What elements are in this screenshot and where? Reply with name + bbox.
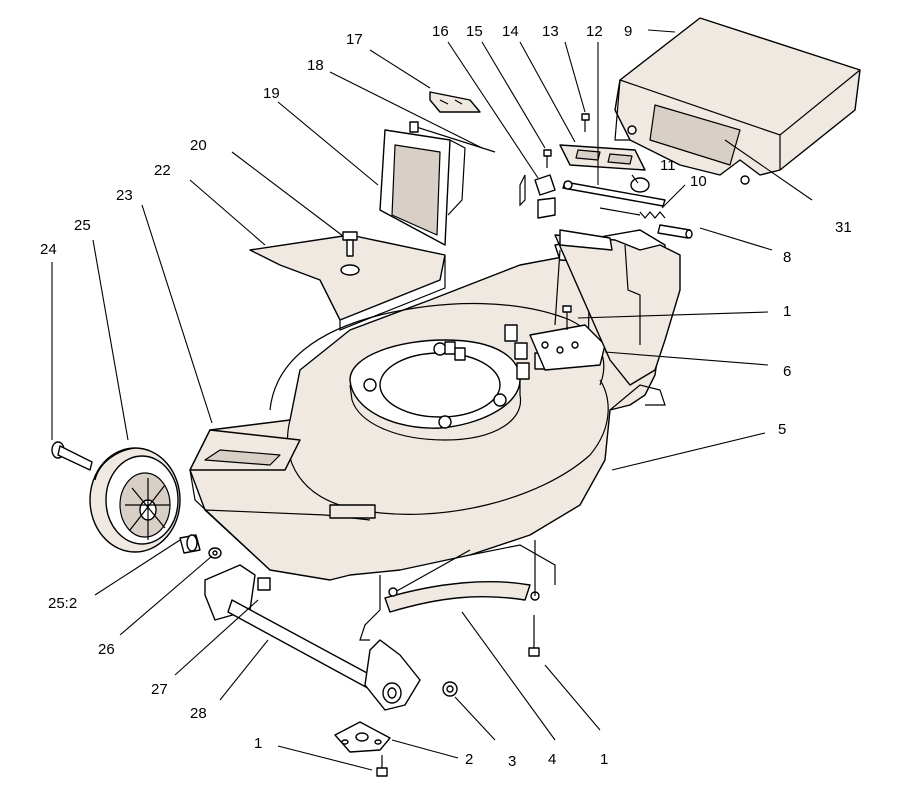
callout-1-upper: 1 <box>783 303 791 320</box>
callout-31: 31 <box>835 219 852 236</box>
callout-3: 3 <box>508 753 516 770</box>
callout-19: 19 <box>263 85 280 102</box>
callout-13: 13 <box>542 23 559 40</box>
screw-13 <box>581 113 590 132</box>
callout-28: 28 <box>190 705 207 722</box>
callout-10: 10 <box>690 173 707 190</box>
rear-bracket-housing <box>554 229 681 386</box>
callout-22: 22 <box>154 162 171 179</box>
callout-18: 18 <box>307 57 324 74</box>
callout-16: 16 <box>432 23 449 40</box>
spring-10 <box>599 207 666 219</box>
rear-plate <box>529 324 606 371</box>
pivot-plate-14 <box>559 144 646 171</box>
bracket-16 <box>519 174 556 219</box>
rod-12 <box>562 180 666 207</box>
callout-labels: 9 13 12 14 15 16 17 18 19 20 22 23 25 24… <box>40 23 852 770</box>
rear-baffle <box>359 540 556 641</box>
washer <box>208 547 222 559</box>
wheel-bolt <box>51 441 93 471</box>
callout-4: 4 <box>548 751 556 768</box>
callout-1-bottom-right: 1 <box>600 751 608 768</box>
height-adjuster <box>204 564 421 711</box>
axle-8 <box>657 224 693 239</box>
callout-6: 6 <box>783 363 791 380</box>
screw-baffle <box>528 615 540 657</box>
latch-clip <box>429 91 481 113</box>
callout-9: 9 <box>624 23 632 40</box>
screw-upper <box>562 305 572 330</box>
callout-24: 24 <box>40 241 57 258</box>
mounting-plate <box>334 721 391 753</box>
side-shield <box>249 234 446 331</box>
bushing <box>179 534 201 554</box>
screw-bottom <box>376 755 388 777</box>
callout-2: 2 <box>465 751 473 768</box>
callout-5: 5 <box>778 421 786 438</box>
callout-11: 11 <box>660 157 676 174</box>
leader-lines <box>51 29 813 771</box>
rear-cover <box>614 17 861 185</box>
callout-26: 26 <box>98 641 115 658</box>
callout-20: 20 <box>190 137 207 154</box>
spacer-11 <box>630 177 650 193</box>
callout-1-bottom-left: 1 <box>254 735 262 752</box>
callout-8: 8 <box>783 249 791 266</box>
screw-15 <box>543 149 552 168</box>
callout-25-2: 25:2 <box>48 595 77 612</box>
callout-14: 14 <box>502 23 519 40</box>
callout-27: 27 <box>151 681 168 698</box>
callout-15: 15 <box>466 23 483 40</box>
callout-17: 17 <box>346 31 363 48</box>
callout-12: 12 <box>586 23 603 40</box>
rear-flap <box>379 129 466 246</box>
wheel <box>89 447 181 553</box>
nut <box>442 681 458 697</box>
callout-23: 23 <box>116 187 133 204</box>
callout-25: 25 <box>74 217 91 234</box>
